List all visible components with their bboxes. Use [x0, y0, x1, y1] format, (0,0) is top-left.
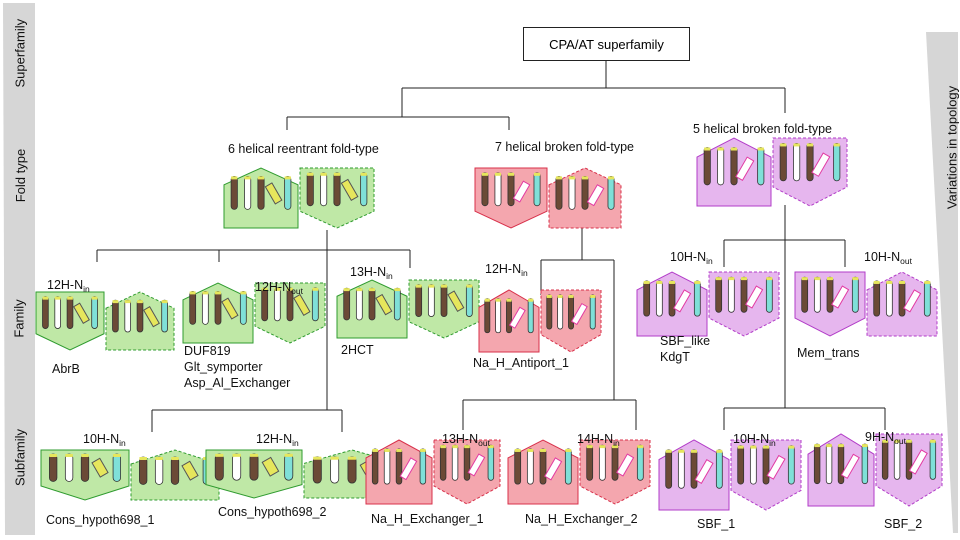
topology-cons2: 12H-Nin	[256, 432, 299, 448]
glyph-mem-trans-unit-b	[866, 271, 938, 337]
glyph-sbf-like-unit-a	[636, 271, 708, 337]
subfamily-nahex2: Na_H_Exchanger_2	[525, 512, 638, 526]
level-superfamily: Superfamily	[12, 18, 28, 88]
topology-mem-trans: 10H-Nout	[864, 250, 912, 266]
glyph-sbf-like-unit-b	[708, 271, 780, 337]
glyph-broken7-unit-b	[548, 167, 622, 229]
glyph-nahex2-unit-b	[579, 439, 651, 505]
subfamily-sbf1: SBF_1	[697, 517, 736, 531]
glyph-cons2-unit-a	[205, 449, 303, 499]
subfamily-sbf2: SBF_2	[884, 517, 923, 531]
glyph-broken7-unit-a	[474, 167, 548, 229]
glyph-glt-unit-b	[254, 282, 326, 344]
family-sbf-like: SBF_like	[660, 334, 711, 348]
glyph-broken5-unit-a	[696, 137, 772, 207]
glyph-sbf2-unit-a	[807, 433, 875, 507]
glyph-abrb-unit-b	[105, 291, 175, 351]
topology-2hct: 13H-Nin	[350, 265, 393, 281]
topology-abrb: 12H-Nin	[47, 278, 90, 294]
glyph-sbf1-unit-b	[730, 439, 802, 511]
topology-nah-antiport: 12H-Nin	[485, 262, 528, 278]
subfamily-nahex1: Na_H_Exchanger_1	[371, 512, 484, 526]
topology-sbf2: 9H-Nout	[865, 430, 906, 446]
glyph-reentrant-unit-a	[223, 167, 299, 229]
subfamily-cons1: Cons_hypoth698_1	[46, 513, 155, 527]
glyph-sbf1-unit-a	[658, 439, 730, 511]
variations-in-topology-label: Variations in topology	[944, 85, 960, 210]
family-sbf-like-group: SBF_like KdgT	[660, 333, 710, 365]
topology-nahex1: 13H-Nout	[442, 432, 490, 448]
level-wedge	[3, 3, 35, 535]
topology-sbf1: 10H-Nin	[733, 432, 776, 448]
glyph-mem-trans-unit-a	[794, 271, 866, 337]
fold-reentrant-label: 6 helical reentrant fold-type	[228, 142, 379, 156]
topology-sbf-like: 10H-Nin	[670, 250, 713, 266]
glyph-broken5-unit-b	[772, 137, 848, 207]
level-subfamily: Subfamily	[12, 428, 28, 487]
family-mem-trans: Mem_trans	[797, 346, 860, 360]
topology-cons1: 10H-Nin	[83, 432, 126, 448]
tree-connectors	[96, 61, 886, 432]
glyph-nahex1-unit-b	[433, 439, 501, 505]
family-asp-al-exchanger: Asp_Al_Exchanger	[184, 376, 291, 390]
glyph-cons1-unit-a	[40, 449, 130, 501]
family-duf819: DUF819	[184, 344, 231, 358]
glyph-reentrant-unit-b	[299, 167, 375, 229]
glyph-nah-antiport-unit-b	[540, 289, 602, 353]
variation-wedge	[926, 32, 958, 533]
glyph-glt-unit-a	[182, 282, 254, 344]
fold-broken7-label: 7 helical broken fold-type	[495, 140, 634, 154]
family-glt-symporter: Glt_symporter	[184, 360, 263, 374]
family-na-h-antiport: Na_H_Antiport_1	[473, 356, 569, 370]
family-kdgt: KdgT	[660, 350, 690, 364]
superfamily-label: CPA/AT superfamily	[549, 36, 664, 52]
family-duf819-group: DUF819 Glt_symporter Asp_Al_Exchanger	[184, 343, 290, 391]
superfamily-box: CPA/AT superfamily	[523, 27, 690, 61]
glyph-nahex1-unit-a	[365, 439, 433, 505]
glyph-nah-antiport-unit-a	[478, 289, 540, 353]
glyph-2hct-unit-a	[336, 279, 408, 339]
family-abrb: AbrB	[52, 362, 80, 376]
subfamily-cons2: Cons_hypoth698_2	[218, 505, 327, 519]
glyph-nahex2-unit-a	[507, 439, 579, 505]
family-2hct: 2HCT	[341, 343, 374, 357]
topology-glt: 12H-Nout	[255, 280, 303, 296]
topology-nahex2: 14H-Nin	[577, 432, 620, 448]
fold-broken5-label: 5 helical broken fold-type	[693, 122, 832, 136]
level-family: Family	[11, 299, 27, 338]
glyph-sbf2-unit-b	[875, 433, 943, 507]
level-fold-type: Fold type	[13, 148, 28, 203]
topology-glyphs	[35, 137, 943, 511]
glyph-2hct-unit-b	[408, 279, 480, 339]
glyph-abrb-unit-a	[35, 291, 105, 351]
